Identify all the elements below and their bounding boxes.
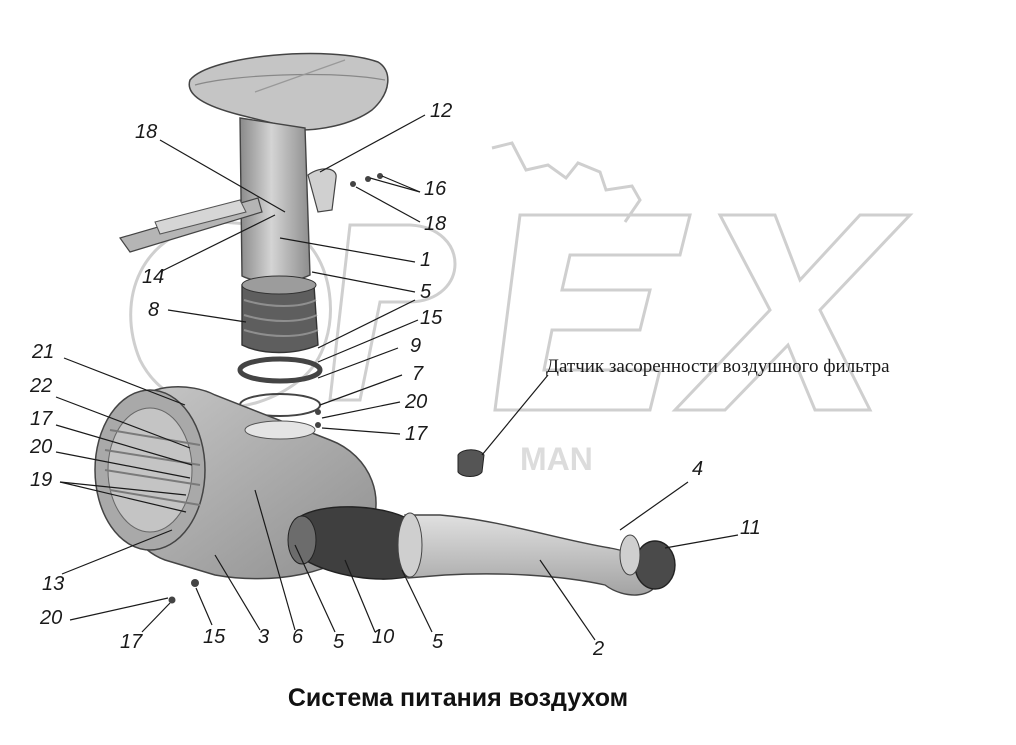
callout-14: 14 (142, 266, 164, 288)
svg-text:MAN: MAN (520, 441, 593, 477)
callout-7: 7 (412, 363, 424, 385)
leader-lines (55, 114, 739, 641)
callout-17-b: 17 (405, 423, 428, 445)
callout-22: 22 (29, 375, 52, 397)
callout-5-c: 5 (432, 631, 444, 653)
callout-1: 1 (420, 249, 431, 271)
intake-pipe (397, 512, 659, 596)
callout-labels: 18 12 16 18 14 1 5 8 15 9 21 7 22 20 17 … (29, 100, 761, 660)
callout-13: 13 (42, 573, 64, 595)
clog-sensor (457, 449, 485, 477)
callout-16: 16 (424, 178, 447, 200)
fasteners (168, 409, 321, 604)
callout-9: 9 (410, 335, 421, 357)
callout-20-a: 20 (404, 391, 427, 413)
clamp-bracket (307, 168, 383, 213)
callout-11: 11 (740, 517, 761, 539)
sensor-label: Датчик засоренности воздушного фильтра (546, 356, 890, 377)
callout-3: 3 (258, 626, 269, 648)
callout-17-a: 17 (30, 408, 53, 430)
callout-2: 2 (592, 638, 604, 660)
clamp-ring (237, 356, 323, 384)
callout-15-b: 15 (203, 626, 226, 648)
callout-5-a: 5 (420, 281, 432, 303)
callout-6: 6 (292, 626, 304, 648)
callout-8: 8 (148, 299, 159, 321)
pipe-connector (619, 534, 676, 590)
callout-18-right: 18 (424, 213, 446, 235)
callout-15-a: 15 (420, 307, 443, 329)
callout-21: 21 (31, 341, 54, 363)
callout-4: 4 (692, 458, 703, 480)
callout-20-c: 20 (39, 607, 62, 629)
watermark-logo: MAN (129, 141, 914, 477)
callout-5-b: 5 (333, 631, 345, 653)
air-intake-cap (188, 52, 389, 131)
callout-10: 10 (372, 626, 394, 648)
corrugated-sleeve (241, 275, 319, 354)
callout-17-c: 17 (120, 631, 143, 653)
callout-19: 19 (30, 469, 52, 491)
callout-12: 12 (430, 100, 452, 122)
outlet-hose (287, 506, 416, 580)
callout-20-b: 20 (29, 436, 52, 458)
diagram-title: Система питания воздухом (288, 684, 628, 712)
callout-18-top: 18 (135, 121, 157, 143)
mounting-bracket (119, 197, 263, 253)
